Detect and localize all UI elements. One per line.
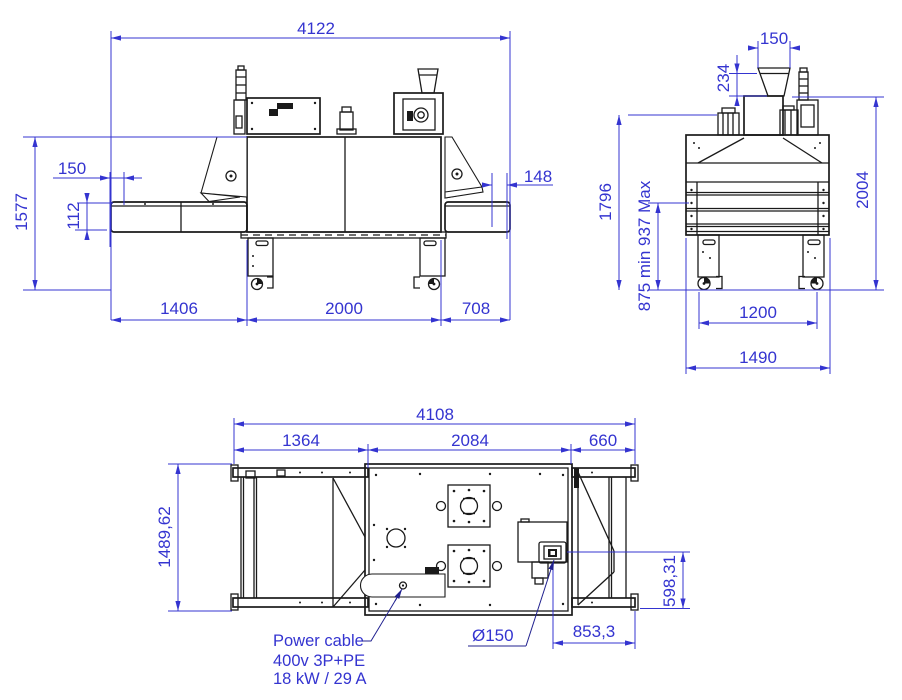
caster-left	[250, 276, 274, 291]
exhaust-fan	[393, 92, 444, 135]
dim-front-chimney-height: 234	[714, 64, 733, 92]
legs-front	[697, 234, 825, 291]
dim-front-overall-height: 2004	[853, 171, 872, 209]
dim-side-belt-offset: 150	[58, 159, 86, 178]
dim-side-height: 1577	[12, 193, 31, 231]
plan-outfeed-conveyor	[571, 464, 639, 611]
dim-side-belt-height: 112	[64, 202, 83, 229]
belt-motor	[336, 106, 357, 135]
dim-front-hood-height: 1796	[596, 183, 615, 221]
exhaust-chimney	[417, 68, 439, 94]
electrical-box	[517, 518, 568, 563]
motor-left-front	[717, 107, 740, 136]
power-connector	[538, 541, 567, 564]
dim-front-overall-width: 1490	[739, 348, 777, 367]
power-cable-note: Power cable 400v 3P+PE 18 kW / 29 A	[273, 588, 403, 688]
plan-view: 4108 1364 2084 660 1489,62 598,31 853,3	[155, 405, 690, 688]
front-body	[685, 134, 830, 236]
vent-hole	[386, 528, 406, 548]
dim-plan-tunnel-length: 2084	[451, 431, 489, 450]
plan-view-dimensions: 4108 1364 2084 660 1489,62 598,31 853,3	[155, 405, 690, 649]
cable-entry-bracket	[360, 567, 446, 598]
exhaust-chimney-front	[757, 67, 791, 97]
dim-side-infeed-length: 1406	[160, 299, 198, 318]
dim-side-outfeed-length: 708	[462, 299, 490, 318]
power-cable-label-line1: Power cable	[273, 632, 364, 650]
power-cable-label-line2: 400v 3P+PE	[273, 652, 365, 670]
dim-front-chimney-width: 150	[760, 29, 788, 48]
side-view-dimensions: 4122 1577 150 112 148	[12, 19, 553, 326]
dim-plan-outfeed-length: 660	[589, 431, 617, 450]
dim-front-leg-span: 1200	[739, 303, 777, 322]
signal-tower	[233, 65, 247, 135]
plan-infeed-conveyor	[230, 464, 369, 611]
dim-plan-overall-length: 4108	[416, 405, 454, 424]
dim-side-discharge-gap: 148	[524, 167, 552, 186]
dim-plan-overall-width: 1489,62	[155, 506, 174, 567]
dim-side-overall-width: 4122	[297, 19, 335, 38]
signal-tower-front	[796, 67, 819, 136]
dim-plan-exhaust-diameter: Ø150	[472, 626, 514, 645]
legs-side	[247, 237, 446, 291]
front-view-dimensions: 150 234 1796 875 min 937 Max 2004 120	[596, 29, 884, 374]
control-panel	[246, 97, 321, 135]
dim-plan-connector-to-end: 853,3	[573, 622, 616, 641]
dim-side-tunnel-length: 2000	[325, 299, 363, 318]
dim-plan-connector-offset: 598,31	[660, 555, 679, 607]
dim-front-work-height: 875 min 937 Max	[635, 180, 654, 311]
caster-right	[413, 276, 441, 291]
heat-chamber	[743, 95, 784, 136]
dim-plan-infeed-length: 1364	[282, 431, 320, 450]
infeed-guard	[200, 136, 248, 198]
motor-right-front	[779, 105, 799, 136]
side-view: 4122 1577 150 112 148	[12, 19, 553, 326]
side-view-machine	[110, 65, 511, 291]
connector-bracket	[531, 561, 549, 579]
front-view: 150 234 1796 875 min 937 Max 2004 120	[596, 29, 884, 374]
fan-flange-lower	[435, 544, 503, 588]
front-view-machine	[685, 67, 830, 291]
plan-tunnel	[360, 463, 579, 616]
plan-view-machine	[230, 463, 639, 616]
tunnel-body	[246, 136, 442, 233]
fan-flange-upper	[435, 484, 503, 528]
power-cable-label-line3: 18 kW / 29 A	[273, 670, 367, 688]
